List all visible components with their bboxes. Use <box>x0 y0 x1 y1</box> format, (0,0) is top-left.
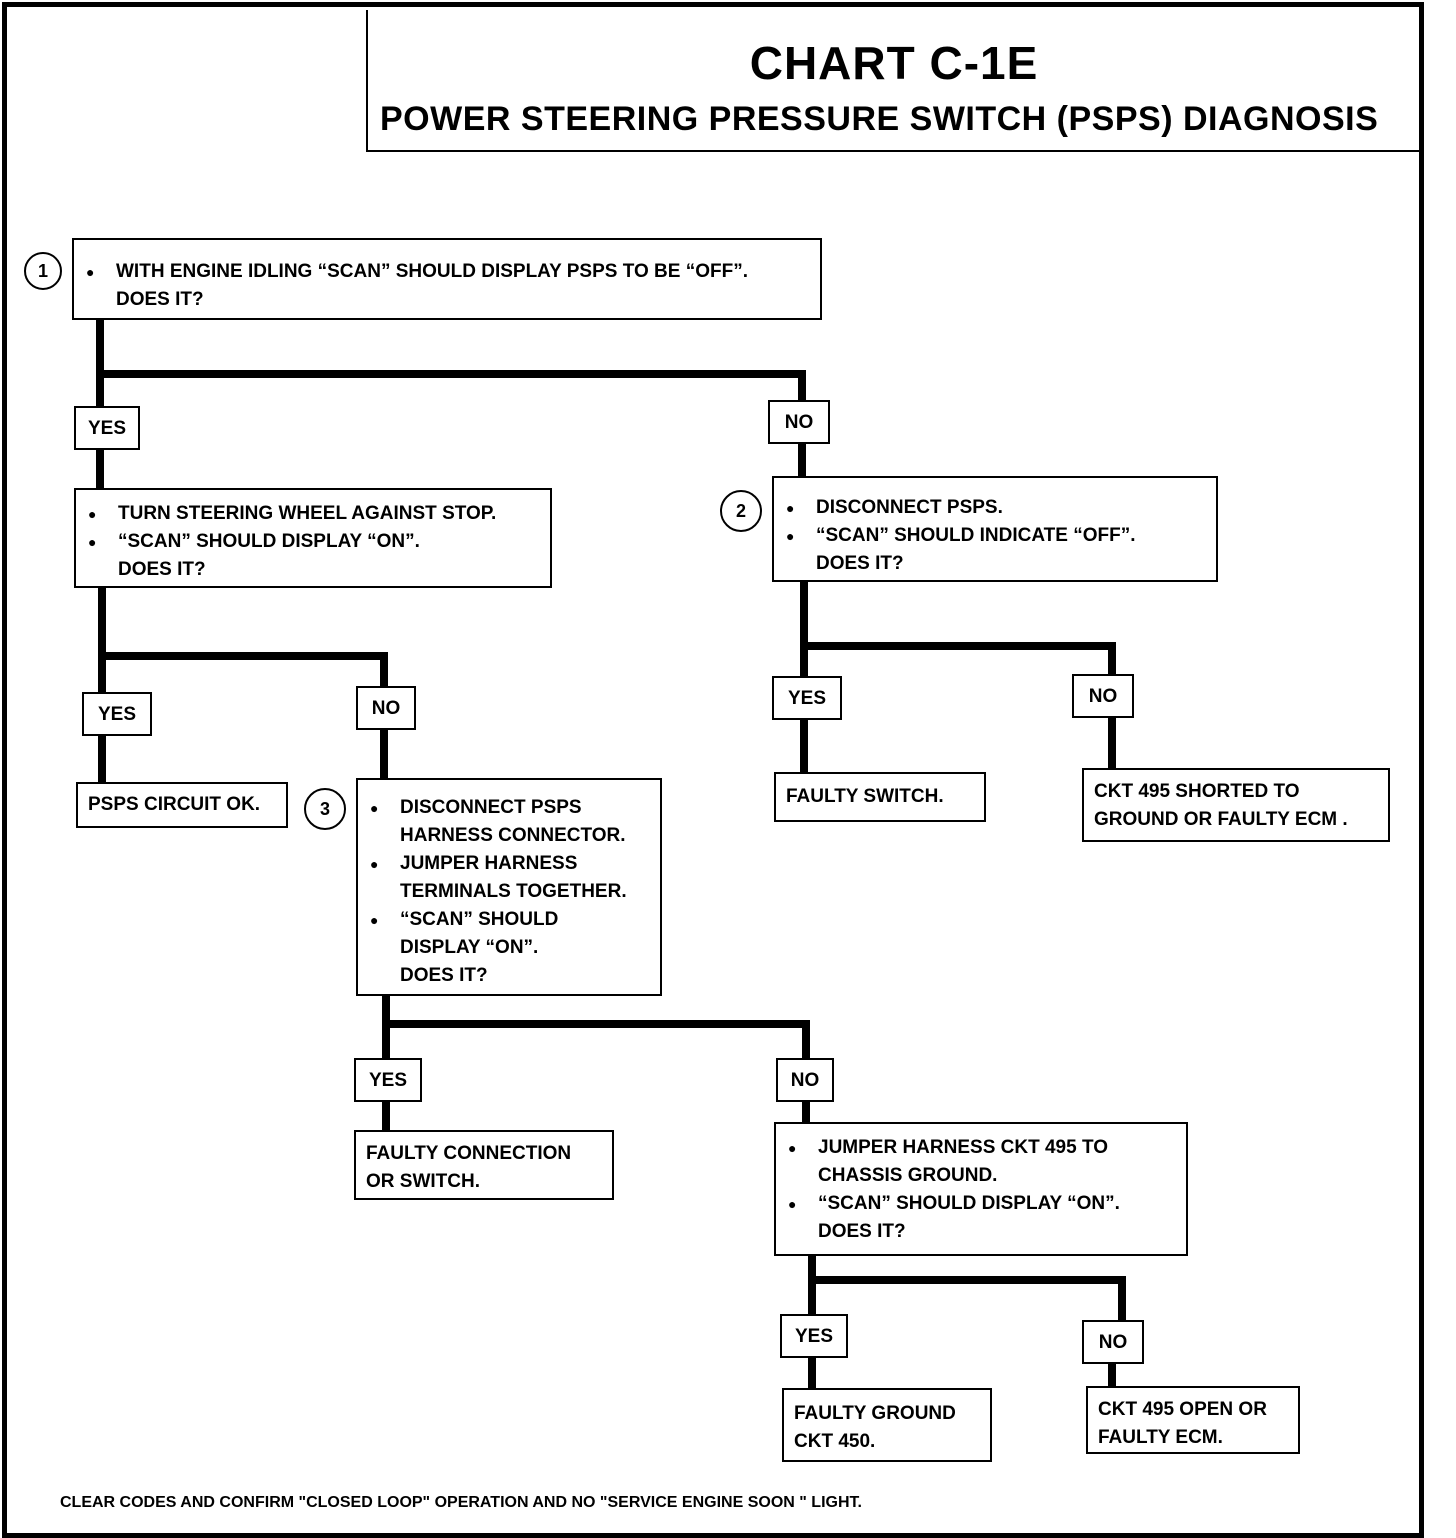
turn-wheel-line-1: TURN STEERING WHEEL AGAINST STOP. <box>76 500 550 528</box>
faulty-switch-text: FAULTY SWITCH. <box>786 786 944 807</box>
step3-line-6: DISPLAY “ON”. <box>400 937 539 958</box>
psps-circuit-ok-box: PSPS CIRCUIT OK. <box>76 782 288 828</box>
ckt495-open-box: CKT 495 OPEN OR FAULTY ECM. <box>1086 1386 1300 1454</box>
faulty-connection-line-2: OR SWITCH. <box>366 1171 480 1192</box>
yes-label: YES <box>780 1314 848 1358</box>
step2-line-2: “SCAN” SHOULD INDICATE “OFF”. <box>774 522 1216 550</box>
no-label: NO <box>1072 674 1134 718</box>
connector-line <box>382 1100 390 1130</box>
jumper-ckt495-line-1: JUMPER HARNESS CKT 495 TO <box>776 1134 1186 1162</box>
step2-line-3: DOES IT? <box>816 553 904 574</box>
connector-line <box>800 582 808 678</box>
turn-wheel-line-2: “SCAN” SHOULD DISPLAY “ON”. <box>76 528 550 556</box>
title-block: CHART C-1E POWER STEERING PRESSURE SWITC… <box>366 10 1420 152</box>
step-number-1: 1 <box>24 252 62 290</box>
step1-box: WITH ENGINE IDLING “SCAN” SHOULD DISPLAY… <box>72 238 822 320</box>
turn-wheel-box: TURN STEERING WHEEL AGAINST STOP. “SCAN”… <box>74 488 552 588</box>
footnote: CLEAR CODES AND CONFIRM "CLOSED LOOP" OP… <box>60 1494 862 1511</box>
turn-wheel-line-3: DOES IT? <box>118 559 206 580</box>
step3-line-2: HARNESS CONNECTOR. <box>400 825 626 846</box>
ckt495-shorted-box: CKT 495 SHORTED TO GROUND OR FAULTY ECM … <box>1082 768 1390 842</box>
connector-line <box>1108 716 1116 770</box>
no-label: NO <box>1082 1320 1144 1364</box>
chart-subtitle: POWER STEERING PRESSURE SWITCH (PSPS) DI… <box>380 100 1379 138</box>
yes-label: YES <box>772 676 842 720</box>
connector-line <box>380 652 388 686</box>
no-label: NO <box>768 400 830 444</box>
connector-line <box>802 1100 810 1124</box>
step3-box: DISCONNECT PSPS HARNESS CONNECTOR. JUMPE… <box>356 778 662 996</box>
connector-line <box>798 444 806 480</box>
chart-title: CHART C-1E <box>749 37 1039 89</box>
faulty-ground-box: FAULTY GROUND CKT 450. <box>782 1388 992 1462</box>
psps-circuit-ok-text: PSPS CIRCUIT OK. <box>88 794 261 815</box>
step2-box: DISCONNECT PSPS. “SCAN” SHOULD INDICATE … <box>772 476 1218 582</box>
step3-line-7: DOES IT? <box>400 965 488 986</box>
connector-line <box>96 370 806 378</box>
connector-line <box>1108 642 1116 676</box>
connector-line <box>382 1020 810 1028</box>
faulty-connection-line-1: FAULTY CONNECTION <box>366 1143 572 1164</box>
connector-line <box>96 450 104 490</box>
connector-line <box>380 730 388 778</box>
jumper-ckt495-line-3: “SCAN” SHOULD DISPLAY “ON”. <box>776 1190 1186 1218</box>
step-number-3: 3 <box>304 788 346 830</box>
faulty-switch-box: FAULTY SWITCH. <box>774 772 986 822</box>
connector-line <box>800 718 808 774</box>
step3-line-4: TERMINALS TOGETHER. <box>400 881 627 902</box>
step1-line-1: WITH ENGINE IDLING “SCAN” SHOULD DISPLAY… <box>74 258 820 286</box>
connector-line <box>1118 1276 1126 1322</box>
connector-line <box>96 320 104 406</box>
ckt495-shorted-line-1: CKT 495 SHORTED TO <box>1094 781 1300 802</box>
faulty-ground-line-2: CKT 450. <box>794 1431 876 1452</box>
jumper-ckt495-box: JUMPER HARNESS CKT 495 TO CHASSIS GROUND… <box>774 1122 1188 1256</box>
jumper-ckt495-line-2: CHASSIS GROUND. <box>818 1165 998 1186</box>
yes-label: YES <box>82 692 152 736</box>
connector-line <box>98 652 388 660</box>
ckt495-open-line-1: CKT 495 OPEN OR <box>1098 1399 1267 1420</box>
connector-line <box>1108 1364 1116 1388</box>
step3-line-5: “SCAN” SHOULD <box>358 906 660 934</box>
step3-line-1: DISCONNECT PSPS <box>358 794 660 822</box>
connector-line <box>98 736 106 782</box>
yes-label: YES <box>74 406 140 450</box>
connector-line <box>800 642 1116 650</box>
no-label: NO <box>776 1058 834 1102</box>
connector-line <box>808 1358 816 1390</box>
step1-line-2: DOES IT? <box>116 289 204 310</box>
step2-line-1: DISCONNECT PSPS. <box>774 494 1216 522</box>
yes-label: YES <box>354 1058 422 1102</box>
connector-line <box>802 1020 810 1058</box>
connector-line <box>808 1276 1126 1284</box>
ckt495-shorted-line-2: GROUND OR FAULTY ECM . <box>1094 809 1348 830</box>
connector-line <box>798 370 806 400</box>
no-label: NO <box>356 686 416 730</box>
faulty-ground-line-1: FAULTY GROUND <box>794 1403 956 1424</box>
jumper-ckt495-line-4: DOES IT? <box>818 1221 906 1242</box>
ckt495-open-line-2: FAULTY ECM. <box>1098 1427 1223 1448</box>
faulty-connection-box: FAULTY CONNECTION OR SWITCH. <box>354 1130 614 1200</box>
step3-line-3: JUMPER HARNESS <box>358 850 660 878</box>
connector-line <box>808 1255 816 1315</box>
step-number-2: 2 <box>720 490 762 532</box>
connector-line <box>98 588 106 692</box>
